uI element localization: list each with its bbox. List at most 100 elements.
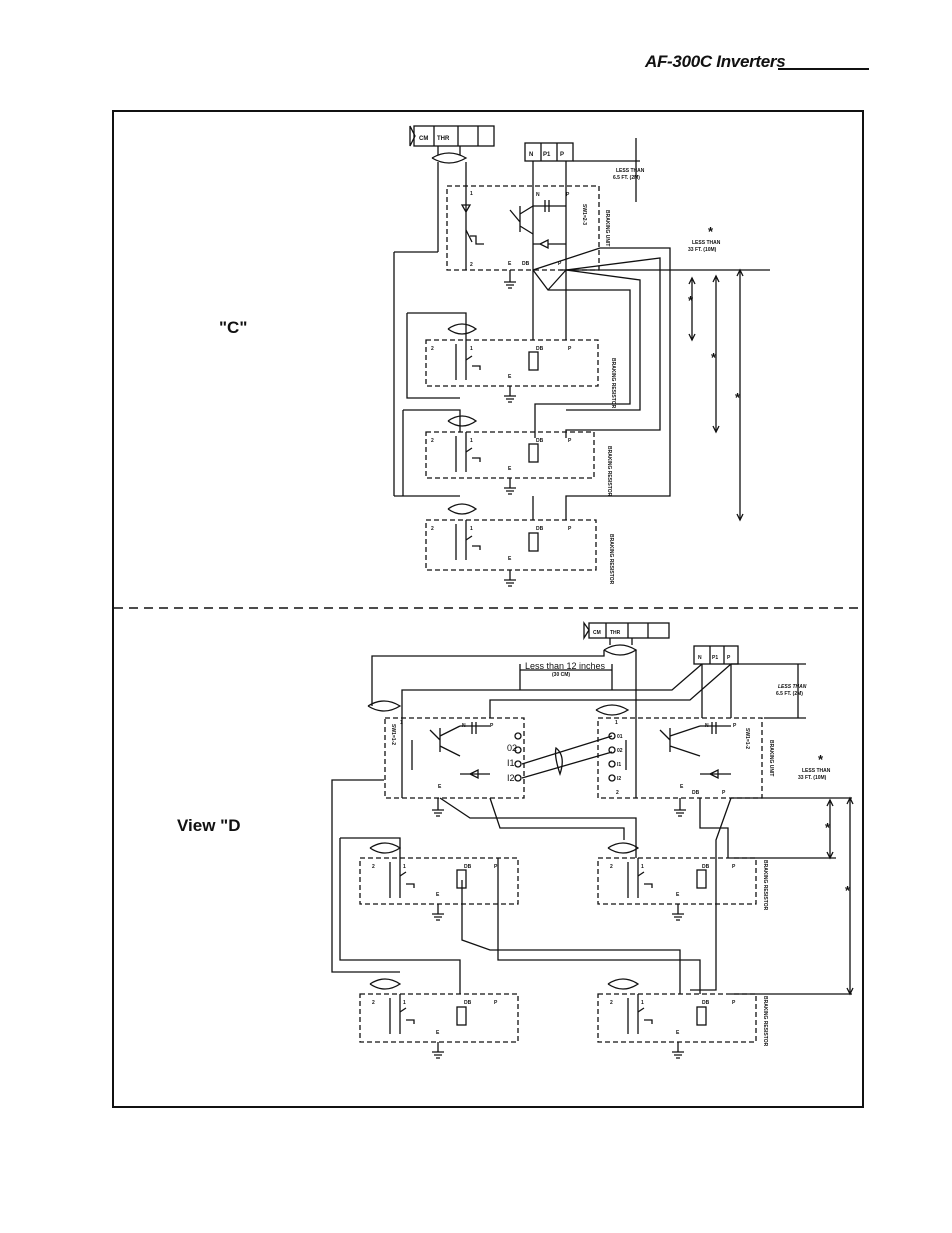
svg-text:P: P — [566, 192, 570, 198]
svg-text:2: 2 — [372, 1000, 375, 1006]
asterisk-c4: * — [735, 390, 741, 405]
svg-text:DB: DB — [702, 1000, 710, 1006]
svg-text:2: 2 — [610, 864, 613, 870]
header-rule — [778, 68, 869, 70]
svg-text:DB: DB — [464, 864, 472, 870]
svg-text:1: 1 — [641, 864, 644, 870]
svg-text:P: P — [558, 261, 562, 267]
svg-text:P: P — [568, 526, 572, 532]
terminal-block-n-p1-p-d: N P1 P — [693, 645, 739, 665]
svg-text:1: 1 — [470, 526, 473, 532]
svg-text:2: 2 — [470, 262, 473, 268]
svg-text:I2: I2 — [617, 776, 621, 782]
svg-text:2: 2 — [431, 346, 434, 352]
svg-text:P: P — [727, 655, 731, 661]
terminal-n-label: N — [529, 152, 533, 158]
svg-text:DB: DB — [536, 346, 544, 352]
svg-text:P: P — [490, 723, 494, 729]
svg-text:1: 1 — [470, 191, 473, 197]
thirtythree-ft-label-c: 33 FT. (10M) — [688, 247, 717, 253]
terminal-strip-cm-thr-d: CM THR — [583, 620, 670, 641]
sw-label-d2: SW1=1-2 — [744, 728, 750, 749]
braking-resistor-c2: 2 1 DB P E BRAKING RESISTOR — [402, 409, 612, 497]
asterisk-d3: * — [845, 883, 851, 898]
braking-resistor-d1: 2 1 DB P E — [359, 842, 519, 921]
sw-label-d1: SW1=1-2 — [390, 724, 396, 745]
twisted-pair-icon — [367, 700, 402, 712]
svg-text:02: 02 — [617, 748, 623, 754]
view-c-label: "C" — [219, 318, 248, 337]
braking-resistor-d4: 2 1 DB P E BRAKING RESISTOR — [597, 978, 768, 1059]
terminal-p1-label: P1 — [543, 152, 551, 158]
less-than-12in-label: Less than 12 inches — [525, 661, 606, 671]
ground-icon — [672, 904, 684, 921]
svg-text:02: 02 — [507, 743, 517, 753]
svg-text:E: E — [508, 466, 512, 472]
twisted-pair-icon — [595, 704, 630, 716]
svg-text:01: 01 — [617, 734, 623, 740]
asterisk-c3: * — [711, 350, 717, 365]
braking-unit-box-d1 — [384, 717, 525, 799]
twisted-pair-icon — [554, 746, 563, 777]
svg-text:P: P — [732, 864, 736, 870]
twisted-pair-icon — [603, 644, 638, 656]
page-header-title: AF-300C Inverters — [645, 52, 786, 71]
svg-text:DB: DB — [692, 790, 700, 796]
braking-resistor-d3: 2 1 DB P E — [359, 978, 519, 1059]
svg-text:1: 1 — [403, 864, 406, 870]
svg-text:DB: DB — [702, 864, 710, 870]
svg-text:2: 2 — [431, 438, 434, 444]
asterisk-c1: * — [708, 224, 714, 239]
svg-text:P: P — [722, 790, 726, 796]
svg-text:2: 2 — [616, 790, 619, 796]
less-than-label-c1: LESS THAN — [616, 168, 645, 174]
ground-icon — [504, 570, 516, 587]
svg-text:1: 1 — [641, 1000, 644, 1006]
ground-icon — [674, 798, 686, 817]
svg-text:E: E — [508, 556, 512, 562]
braking-unit-box-d2 — [597, 717, 763, 799]
svg-text:DB: DB — [536, 438, 544, 444]
braking-unit-label-d: BRAKING UNIT — [768, 740, 774, 776]
less-than-label-d2: LESS THAN — [802, 768, 831, 774]
view-d-diagram: CM THR N P1 P LESS THAN 6.5 FT. (2M) Les… — [331, 620, 854, 1059]
svg-text:P: P — [733, 723, 737, 729]
svg-text:E: E — [676, 892, 680, 898]
svg-text:I1: I1 — [507, 758, 515, 768]
braking-resistor-c1: 2 1 DB P E BRAKING RESISTOR — [406, 312, 616, 409]
less-than-label-c2: LESS THAN — [692, 240, 721, 246]
ground-icon — [432, 904, 444, 921]
svg-text:P: P — [568, 346, 572, 352]
twisted-pair-icon — [447, 503, 478, 515]
svg-text:E: E — [508, 374, 512, 380]
svg-text:I2: I2 — [507, 773, 515, 783]
braking-resistor-c3: 2 1 DB P E BRAKING RESISTOR — [425, 496, 614, 587]
twisted-pair-icon — [431, 152, 468, 164]
braking-resistor-label-c2: BRAKING RESISTOR — [606, 446, 612, 497]
ground-icon — [432, 1042, 444, 1059]
braking-resistor-label-d4: BRAKING RESISTOR — [762, 996, 768, 1047]
svg-text:P: P — [494, 1000, 498, 1006]
svg-text:E: E — [438, 784, 442, 790]
svg-text:E: E — [680, 784, 684, 790]
thirty-cm-label: (30 CM) — [552, 672, 570, 678]
thirtythree-ft-label-d: 33 FT. (10M) — [798, 775, 827, 781]
twisted-pair-icon — [447, 323, 478, 335]
braking-resistor-label-d2: BRAKING RESISTOR — [762, 860, 768, 911]
six-five-ft-label-c: 6.5 FT. (2M) — [613, 175, 640, 181]
svg-text:1: 1 — [615, 720, 618, 726]
svg-text:P1: P1 — [712, 655, 718, 661]
terminal-strip-cm-thr: CM THR — [409, 125, 495, 147]
braking-resistor-label-c3: BRAKING RESISTOR — [608, 534, 614, 585]
twisted-pair-icon — [607, 978, 640, 990]
asterisk-c2: * — [688, 293, 694, 308]
sw-label-c: SW1=2-3 — [581, 204, 587, 225]
ground-icon — [504, 386, 516, 403]
svg-text:THR: THR — [610, 630, 621, 636]
svg-text:I1: I1 — [617, 762, 621, 768]
twisted-pair-icon — [369, 842, 402, 854]
svg-text:DB: DB — [536, 526, 544, 532]
braking-unit-box-c — [446, 185, 600, 271]
svg-text:1: 1 — [403, 1000, 406, 1006]
view-d-label: View "D — [177, 816, 241, 835]
